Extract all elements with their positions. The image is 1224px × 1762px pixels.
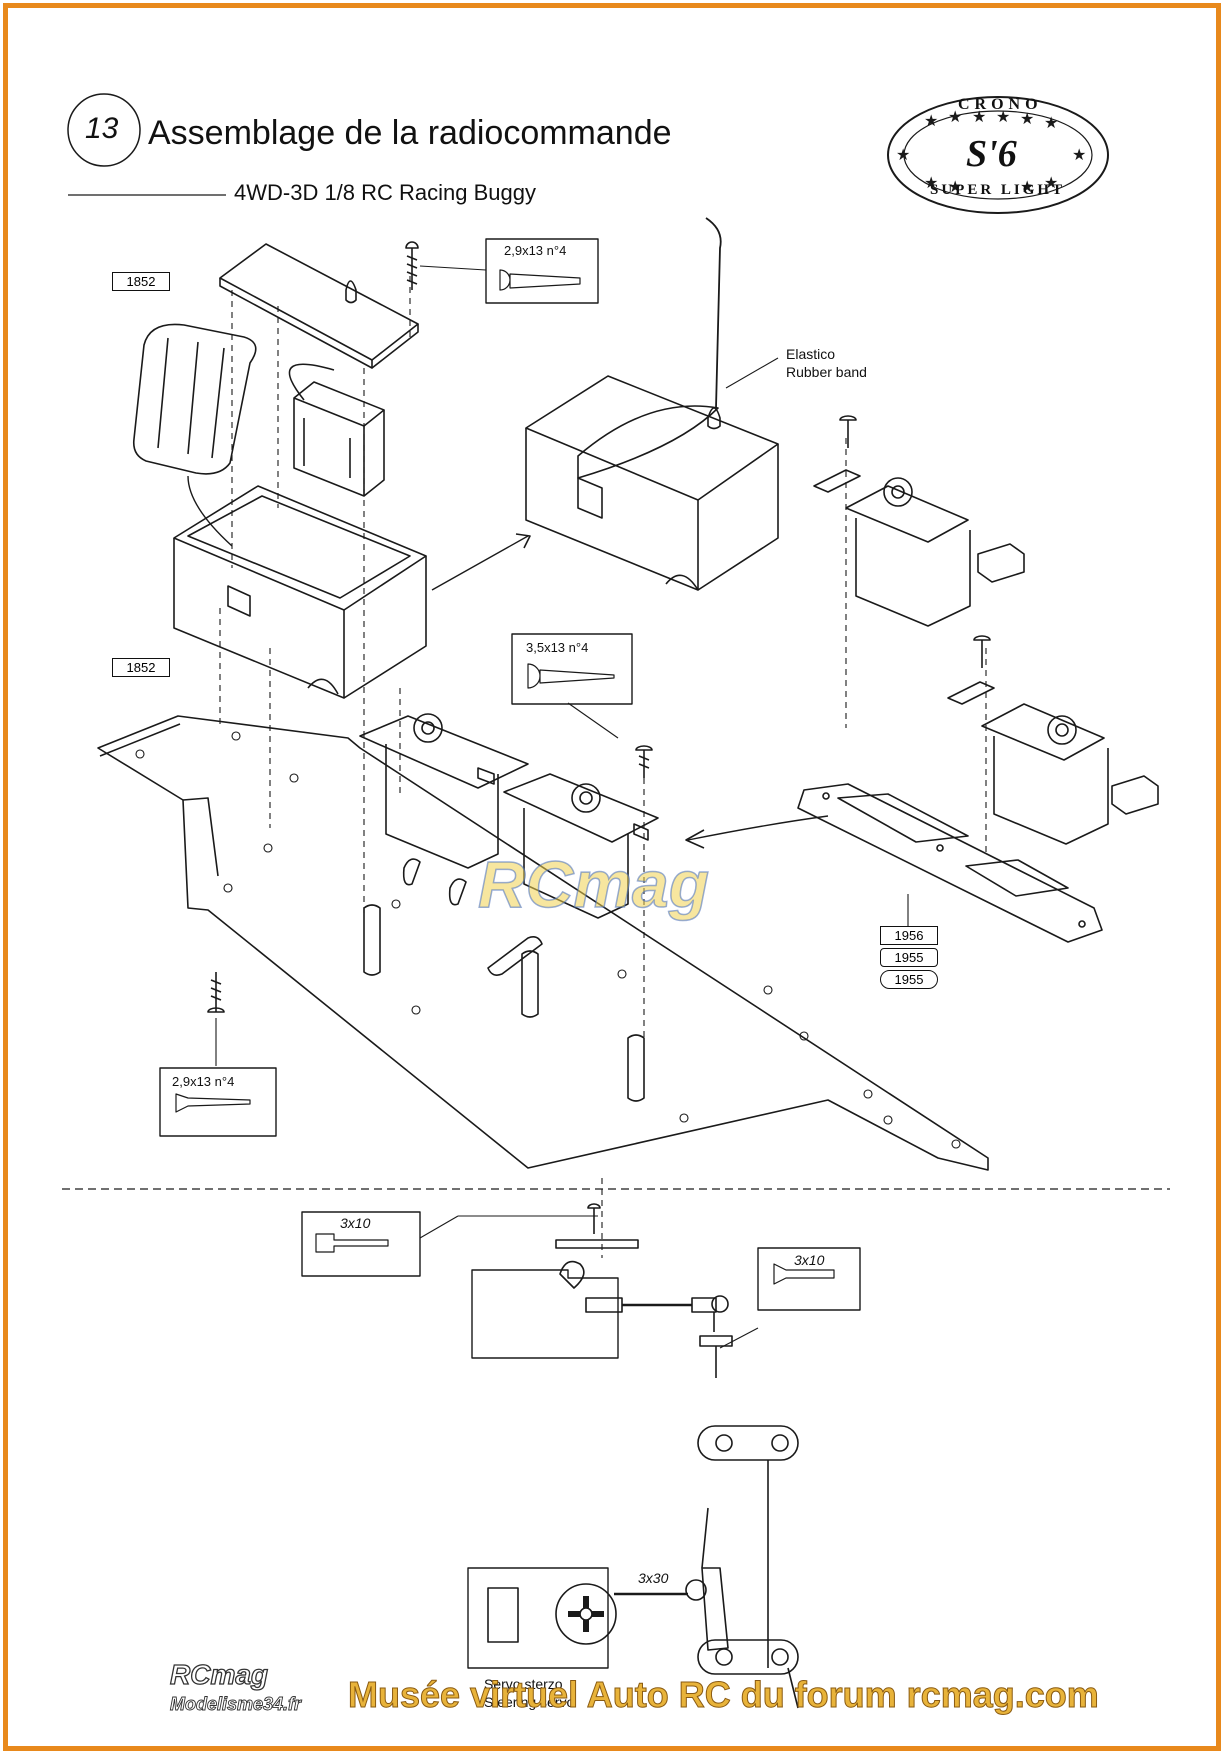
servo-right-lower-screw — [973, 635, 991, 668]
rubber-band-label-en: Rubber band — [786, 364, 867, 380]
servo-screw — [635, 745, 653, 778]
bellcrank — [697, 1425, 799, 1709]
rcmag-logo: RCmag — [169, 1658, 269, 1690]
steering-servo — [467, 1567, 617, 1669]
part-label-plate-3: 1955 — [880, 970, 938, 989]
receiver-box — [173, 485, 427, 699]
logo-top-text: CRONO — [958, 96, 1043, 113]
svg-text:★: ★ — [996, 109, 1010, 126]
assembly-drawing: ★ ★ ★ ★ ★ ★ ★ ★ ★ ★ ★ ★ — [62, 93, 1170, 1709]
steering-rod-label: 3x30 — [638, 1570, 669, 1586]
svg-text:★: ★ — [924, 175, 938, 192]
svg-text:★: ★ — [1020, 111, 1034, 128]
receiver — [288, 363, 385, 497]
post-screw-box — [159, 1067, 277, 1137]
lid-screw — [405, 241, 419, 290]
svg-text:★: ★ — [1044, 115, 1058, 132]
svg-text:★: ★ — [948, 179, 962, 196]
svg-text:★: ★ — [972, 109, 986, 126]
center-watermark: RCmag — [477, 846, 710, 922]
servo-label-it: Servo sterzo — [484, 1676, 563, 1692]
receiver-lid — [219, 243, 419, 369]
servo-right-top — [813, 469, 1025, 627]
svg-text:★: ★ — [924, 113, 938, 130]
logo-bottom-text: SUPER LIGHT — [930, 182, 1066, 198]
logo-center-text: S'6 — [966, 133, 1017, 175]
modelisme-logo: Modelisme34.fr — [170, 1694, 302, 1715]
crono-logo-oval — [887, 96, 1109, 214]
lid-screw-label: 2,9x13 n°4 — [504, 243, 567, 258]
svg-text:★: ★ — [1044, 175, 1058, 192]
post-screw — [207, 972, 225, 1013]
servos-on-chassis — [359, 713, 659, 919]
post-screw-label: 2,9x13 n°4 — [172, 1074, 235, 1089]
linkage-screw-box-right — [757, 1247, 861, 1311]
part-label-plate-1: 1956 — [880, 926, 938, 945]
manual-page: { "step": { "number": "13", "title": "As… — [8, 8, 1216, 1746]
posts — [363, 904, 645, 1102]
footer-watermark: Musée virtuel Auto RC du forum rcmag.com — [348, 1674, 1100, 1716]
chassis-plate — [97, 715, 989, 1171]
step-circle — [67, 93, 141, 167]
linkage-screw-top — [587, 1203, 601, 1234]
svg-text:★: ★ — [896, 147, 910, 164]
logo-stars: ★ ★ ★ ★ ★ ★ ★ ★ ★ ★ ★ ★ — [896, 109, 1086, 196]
rubber-band-label-it: Elastico — [786, 346, 836, 362]
page-subtitle: 4WD-3D 1/8 RC Racing Buggy — [234, 180, 537, 205]
servo-right-top-screw — [839, 415, 857, 448]
page-title: Assemblage de la radiocommande — [148, 114, 672, 152]
servo-right-lower — [947, 681, 1159, 845]
battery-pack — [132, 323, 257, 475]
linkage-screw-right-label: 3x10 — [794, 1252, 825, 1268]
svg-text:★: ★ — [1020, 179, 1034, 196]
servo-label-en: Steering servo — [484, 1694, 575, 1710]
servo-screw-label: 3,5x13 n°4 — [526, 640, 589, 655]
servo-screw-box — [511, 633, 633, 705]
linkage-screw-box-left — [301, 1211, 421, 1277]
servo-plate — [797, 783, 1103, 943]
svg-text:★: ★ — [948, 109, 962, 126]
part-label-plate-2: 1955 — [880, 948, 938, 967]
part-label-box: 1852 — [112, 658, 170, 677]
part-label-lid: 1852 — [112, 272, 170, 291]
assembled-box — [525, 217, 779, 591]
step-number: 13 — [85, 112, 119, 145]
linkage-screw-left-label: 3x10 — [340, 1215, 371, 1231]
svg-text:★: ★ — [1072, 147, 1086, 164]
lid-screw-box — [485, 238, 599, 304]
